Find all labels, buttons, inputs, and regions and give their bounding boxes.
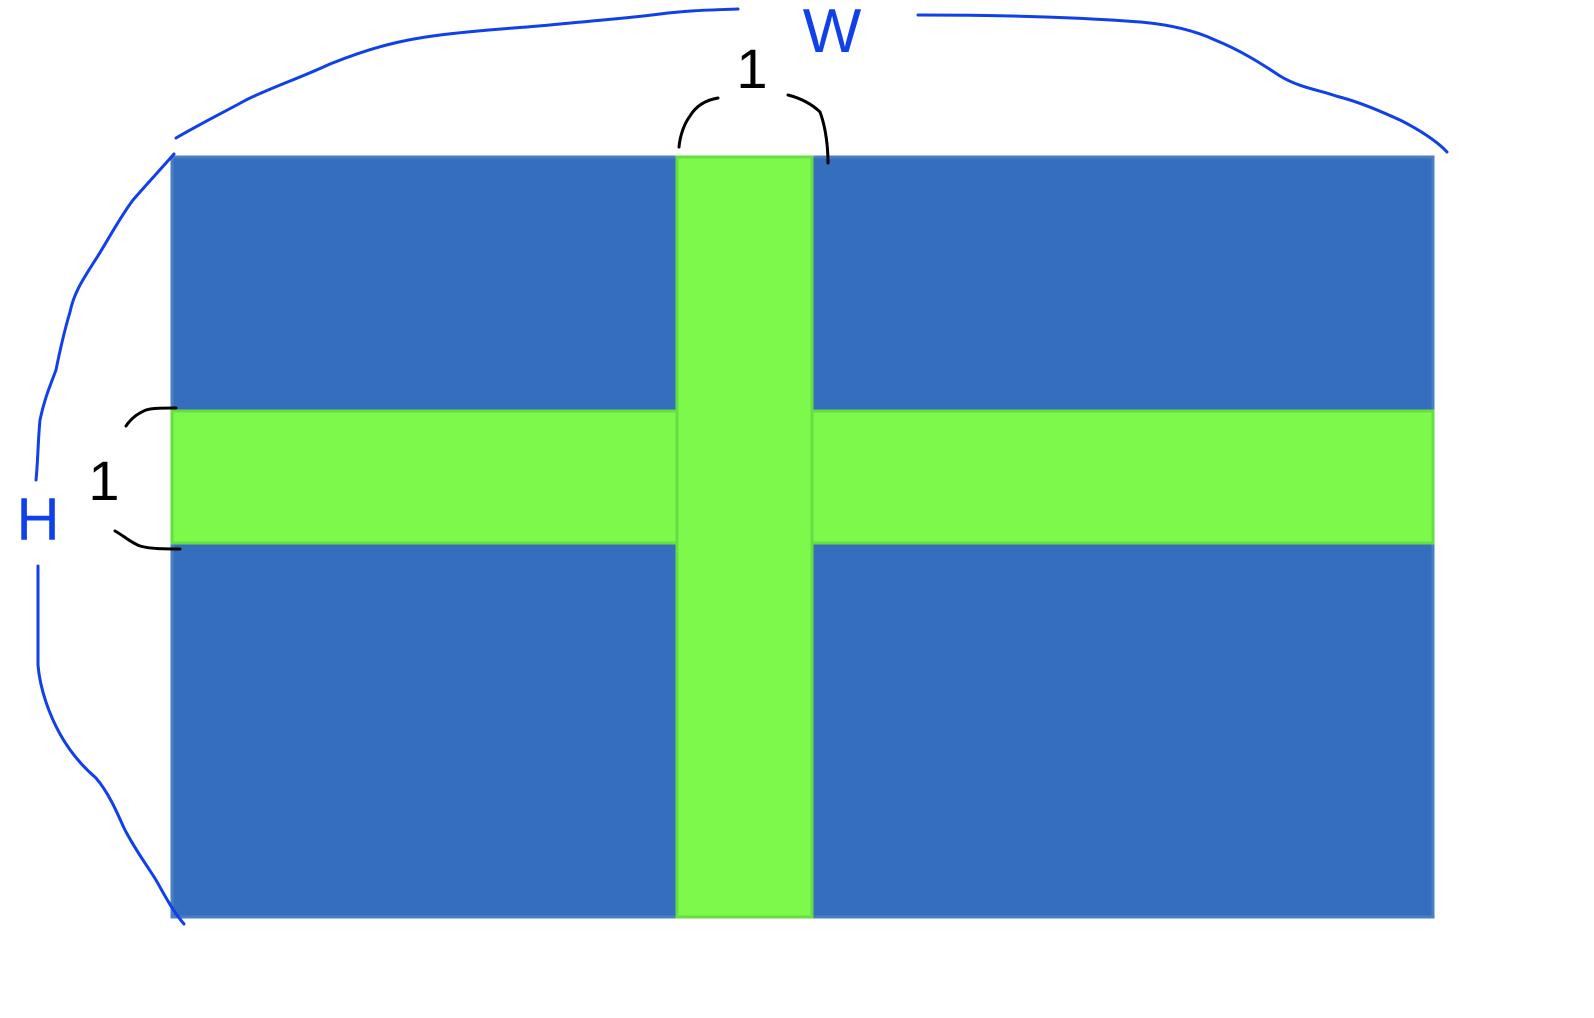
flag: [170, 155, 1435, 919]
height-brace-bottom: [36, 564, 186, 926]
cross-intersection: [679, 413, 810, 541]
width-brace-left: [174, 7, 740, 140]
width-dimension: W: [174, 0, 1449, 154]
width-brace-right: [916, 13, 1449, 154]
vertical-stripe-dimension: 1: [677, 37, 830, 165]
horizontal-stripe-brace-bottom: [113, 529, 182, 551]
height-brace-top: [34, 152, 176, 482]
vertical-stripe-brace-left: [677, 96, 720, 149]
vertical-stripe-label: 1: [736, 37, 767, 100]
horizontal-stripe-dimension: 1: [88, 406, 182, 551]
height-dimension: H: [16, 152, 186, 926]
horizontal-stripe-brace-top: [124, 406, 178, 428]
vertical-stripe-brace-right: [786, 93, 830, 165]
height-label: H: [16, 486, 59, 553]
width-label: W: [803, 0, 862, 66]
horizontal-stripe-label: 1: [88, 449, 119, 512]
